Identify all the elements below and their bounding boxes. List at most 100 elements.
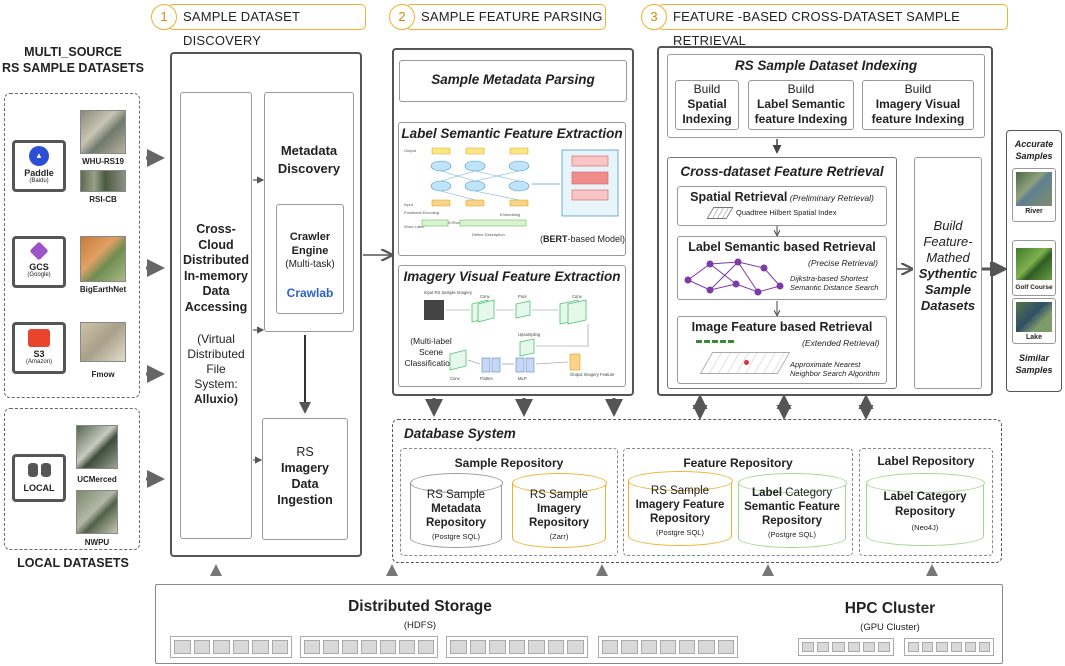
stage-1-label: SAMPLE DATASET DISCOVERY <box>183 9 300 48</box>
gpu-rack-1 <box>798 638 894 656</box>
ingestion-line4: Ingestion <box>277 493 333 507</box>
stage-1-number: 1 <box>151 4 177 30</box>
label-indexing-box <box>748 80 854 130</box>
river-thumbnail <box>1016 172 1052 206</box>
golf-thumbnail <box>1016 248 1052 280</box>
nwpu-thumbnail <box>76 490 118 534</box>
imagery-feature-repository: RS Sample Imagery Feature Repository (Po… <box>627 471 733 546</box>
database-system-title: Database System <box>404 426 516 441</box>
column1-arrows <box>253 176 311 464</box>
cloud-datasets-group <box>4 93 140 398</box>
spatial-indexing-line1: Build <box>693 82 721 96</box>
spatial-indexing-line2: Spatial <box>687 97 727 111</box>
bert-positional-label: Positional Encoding <box>404 210 439 215</box>
label-indexing-line3: feature Indexing <box>754 112 848 126</box>
bert-input-label: Input <box>404 202 414 207</box>
crawlab-logo: Crawlab <box>286 286 334 300</box>
crawler-engine-title: Crawler Engine (Multi-task) <box>276 230 344 272</box>
lake-label: Lake <box>1026 334 1042 341</box>
cnn-pool-label: Pool <box>518 294 526 299</box>
paddle-name: Paddle <box>24 168 54 178</box>
gcs-logo-icon <box>29 241 49 261</box>
feature-repository-group <box>623 448 853 556</box>
label-category-repository: Label Category Repository (Neo4J) <box>865 473 985 546</box>
paddle-logo-icon: ▲ <box>29 146 49 166</box>
crawler-engine-box <box>276 204 344 314</box>
build-line2: Feature- <box>923 234 973 249</box>
cnn-conv1-label: Conv <box>480 294 491 299</box>
imagery-feature-repository-text: RS Sample Imagery Feature Repository (Po… <box>629 484 731 540</box>
distributed-storage-title: Distributed Storage <box>348 598 492 615</box>
multi-label-text: (Multi-label Scene Classification) <box>400 336 462 369</box>
retrieval-internal-arrows <box>770 226 784 320</box>
fmow-label: Fmow <box>91 370 115 379</box>
stage-2-label: SAMPLE FEATURE PARSING <box>421 9 603 24</box>
imagery-repo-line1: RS Sample <box>529 489 589 501</box>
cnn-diagram: Input RS Sample Imagery Conv Pool Conv U… <box>424 290 615 381</box>
rsi-cb-label: RSI-CB <box>89 195 117 204</box>
label-repository-title: Label Repository <box>877 454 975 468</box>
imagery-feature-repo-line2: Imagery Feature <box>635 499 725 511</box>
storage-up-arrows <box>210 564 938 576</box>
multi-source-title: MULTI_SOURCE RS SAMPLE DATASETS <box>0 44 146 76</box>
cross-cloud-line1: Cross- <box>196 222 236 236</box>
fmow-thumbnail <box>80 322 126 362</box>
retrieval-db-arrows <box>692 396 874 420</box>
ingestion-line2: Imagery <box>281 461 329 475</box>
virtual-fs-line2: Distributed <box>187 347 245 361</box>
spatial-indexing-box <box>675 80 739 130</box>
spatial-retrieval-bold: Spatial Retrieval <box>690 190 788 204</box>
label-indexing-line2: Label Semantic <box>756 97 846 111</box>
spatial-indexing-line3: Indexing <box>682 112 732 126</box>
cnn-conv3-label: Conv <box>450 376 461 381</box>
label-indexing-text: Build Label Semantic feature Indexing <box>748 82 854 127</box>
whu-rs19-thumbnail <box>80 110 126 154</box>
imagery-feature-repo-line3: Repository <box>649 513 711 525</box>
ingestion-line1: RS <box>296 445 314 459</box>
imagery-ingestion-title: RS Imagery Data Ingestion <box>262 444 348 508</box>
imagery-repo-line2: Imagery <box>536 503 582 515</box>
ann-search-icon <box>690 340 791 380</box>
semantic-feature-repository: Label Category Semantic Feature Reposito… <box>737 473 847 548</box>
similar-line2: Samples <box>1015 365 1053 375</box>
metadata-repository-text: RS Sample Metadata Repository (Postgre S… <box>411 488 501 544</box>
ann-text: Approximate Nearest Neighbor Search Algo… <box>790 360 880 378</box>
imagery-repository: RS Sample Imagery Repository (Zarr) <box>511 473 607 548</box>
build-synthetic-text: Build Feature- Mathed Sythentic Sample D… <box>914 218 982 314</box>
imagery-indexing-line1: Build <box>904 82 932 96</box>
quadtree-text: Quadtree Hilbert Spatial Index <box>736 208 837 217</box>
multi-label-line1: (Multi-label <box>410 336 452 346</box>
build-line6: Datasets <box>920 298 976 313</box>
paddle-source: ▲ Paddle (Baidu) <box>12 140 66 192</box>
paddle-sub: (Baidu) <box>29 178 49 184</box>
cnn-upsampling-label: Upsampling <box>518 332 541 337</box>
metadata-discovery-line1: Metadata <box>280 143 338 158</box>
metadata-repo-sub: (Postgre SQL) <box>432 532 480 541</box>
bert-diagram: Output Input Positional Encoding Embeddi… <box>404 147 619 237</box>
bert-rest-text: -based Model) <box>567 234 626 244</box>
build-line3: Mathed <box>926 250 970 265</box>
parsing-to-db-arrows <box>425 398 623 417</box>
cnn-mlp-label: MLP <box>518 376 527 381</box>
image-retrieval-sub: (Extended Retrieval) <box>802 338 880 348</box>
gcs-name: GCS <box>29 262 49 272</box>
cnn-flatten-label: Flatten <box>480 376 493 381</box>
sample-repository-title: Sample Repository <box>454 456 564 470</box>
build-line1: Build <box>933 218 963 233</box>
hpc-cluster-sub: (GPU Cluster) <box>860 622 920 633</box>
storage-rack-2 <box>300 636 438 658</box>
metadata-repo-line2: Metadata <box>431 503 481 515</box>
local-datasets-group <box>4 408 140 550</box>
label-category-repo-sub: (Neo4J) <box>911 523 939 532</box>
ingestion-line3: Data <box>291 477 319 491</box>
lake-thumbnail <box>1016 302 1052 332</box>
local-datasets-title: LOCAL DATASETS <box>17 556 129 570</box>
metadata-discovery-line2: Discovery <box>277 161 341 176</box>
cross-cloud-access-box <box>180 92 252 539</box>
accurate-line2: Samples <box>1015 151 1053 161</box>
gcs-sub: (Google) <box>27 272 51 278</box>
virtual-fs-line3: File <box>206 362 226 376</box>
multi-source-title-line2: RS SAMPLE DATASETS <box>2 61 144 75</box>
cnn-output-label: Output Imagery Feature <box>570 372 615 377</box>
semantic-repo-line1-rest: Category <box>782 487 832 499</box>
